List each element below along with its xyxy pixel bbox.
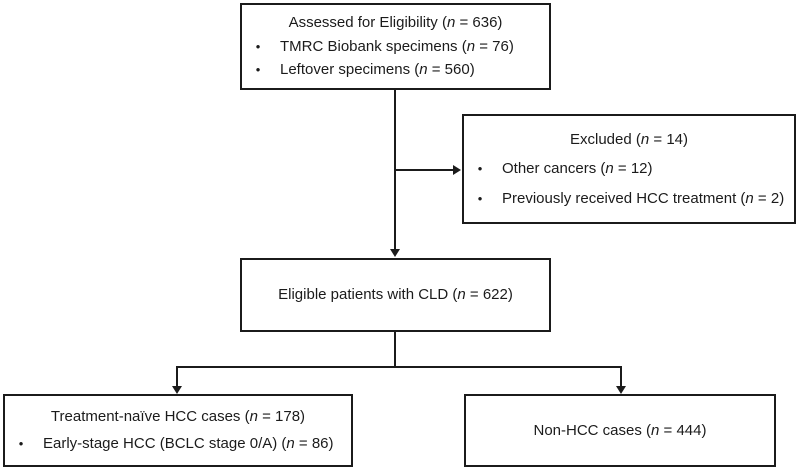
excluded-bullet-other-cancers-label: Other cancers (n = 12) bbox=[502, 160, 653, 177]
box-non-hcc-cases: Non-HCC cases (n = 444) bbox=[464, 394, 776, 467]
excluded-bullet-other-cancers: • Other cancers (n = 12) bbox=[470, 160, 788, 178]
box-treatment-naive-hcc: Treatment-naïve HCC cases (n = 178) • Ea… bbox=[3, 394, 353, 467]
excluded-title: Excluded (n = 14) bbox=[570, 130, 688, 148]
bullet-icon: • bbox=[477, 190, 483, 206]
box-excluded: Excluded (n = 14) • Other cancers (n = 1… bbox=[462, 114, 796, 224]
bullet-icon: • bbox=[255, 38, 261, 54]
assessed-title: Assessed for Eligibility (n = 636) bbox=[288, 13, 503, 31]
connector-eligible-down-stub bbox=[394, 332, 396, 368]
arrowhead-down-icon bbox=[616, 386, 626, 394]
arrowhead-down-icon bbox=[390, 249, 400, 257]
box-assessed-for-eligibility: Assessed for Eligibility (n = 636) • TMR… bbox=[240, 3, 551, 90]
assessed-bullet-tmrc: • TMRC Biobank specimens (n = 76) bbox=[248, 38, 543, 56]
assessed-bullet-leftover: • Leftover specimens (n = 560) bbox=[248, 61, 543, 79]
connector-split-left-drop bbox=[176, 366, 178, 387]
box-eligible-patients: Eligible patients with CLD (n = 622) bbox=[240, 258, 551, 332]
eligible-title: Eligible patients with CLD (n = 622) bbox=[278, 286, 513, 303]
bullet-icon: • bbox=[255, 62, 261, 78]
bullet-icon: • bbox=[18, 436, 24, 451]
excluded-bullet-prior-treatment: • Previously received HCC treatment (n =… bbox=[470, 190, 788, 208]
assessed-bullet-tmrc-label: TMRC Biobank specimens (n = 76) bbox=[280, 37, 514, 55]
treatment-naive-title: Treatment-naïve HCC cases (n = 178) bbox=[50, 408, 306, 425]
assessed-bullet-leftover-label: Leftover specimens (n = 560) bbox=[280, 61, 475, 79]
non-hcc-title: Non-HCC cases (n = 444) bbox=[533, 421, 707, 439]
connector-split-right-drop bbox=[620, 366, 622, 387]
excluded-bullet-prior-treatment-label: Previously received HCC treatment (n = 2… bbox=[502, 189, 785, 207]
connector-split-horizontal bbox=[177, 366, 622, 368]
arrowhead-down-icon bbox=[172, 386, 182, 394]
connector-branch-to-excluded bbox=[395, 169, 454, 171]
treatment-naive-bullet-early-stage: • Early-stage HCC (BCLC stage 0/A) (n = … bbox=[11, 435, 345, 453]
bullet-icon: • bbox=[477, 161, 483, 176]
arrowhead-right-icon bbox=[453, 165, 461, 175]
treatment-naive-bullet-early-stage-label: Early-stage HCC (BCLC stage 0/A) (n = 86… bbox=[43, 435, 334, 452]
